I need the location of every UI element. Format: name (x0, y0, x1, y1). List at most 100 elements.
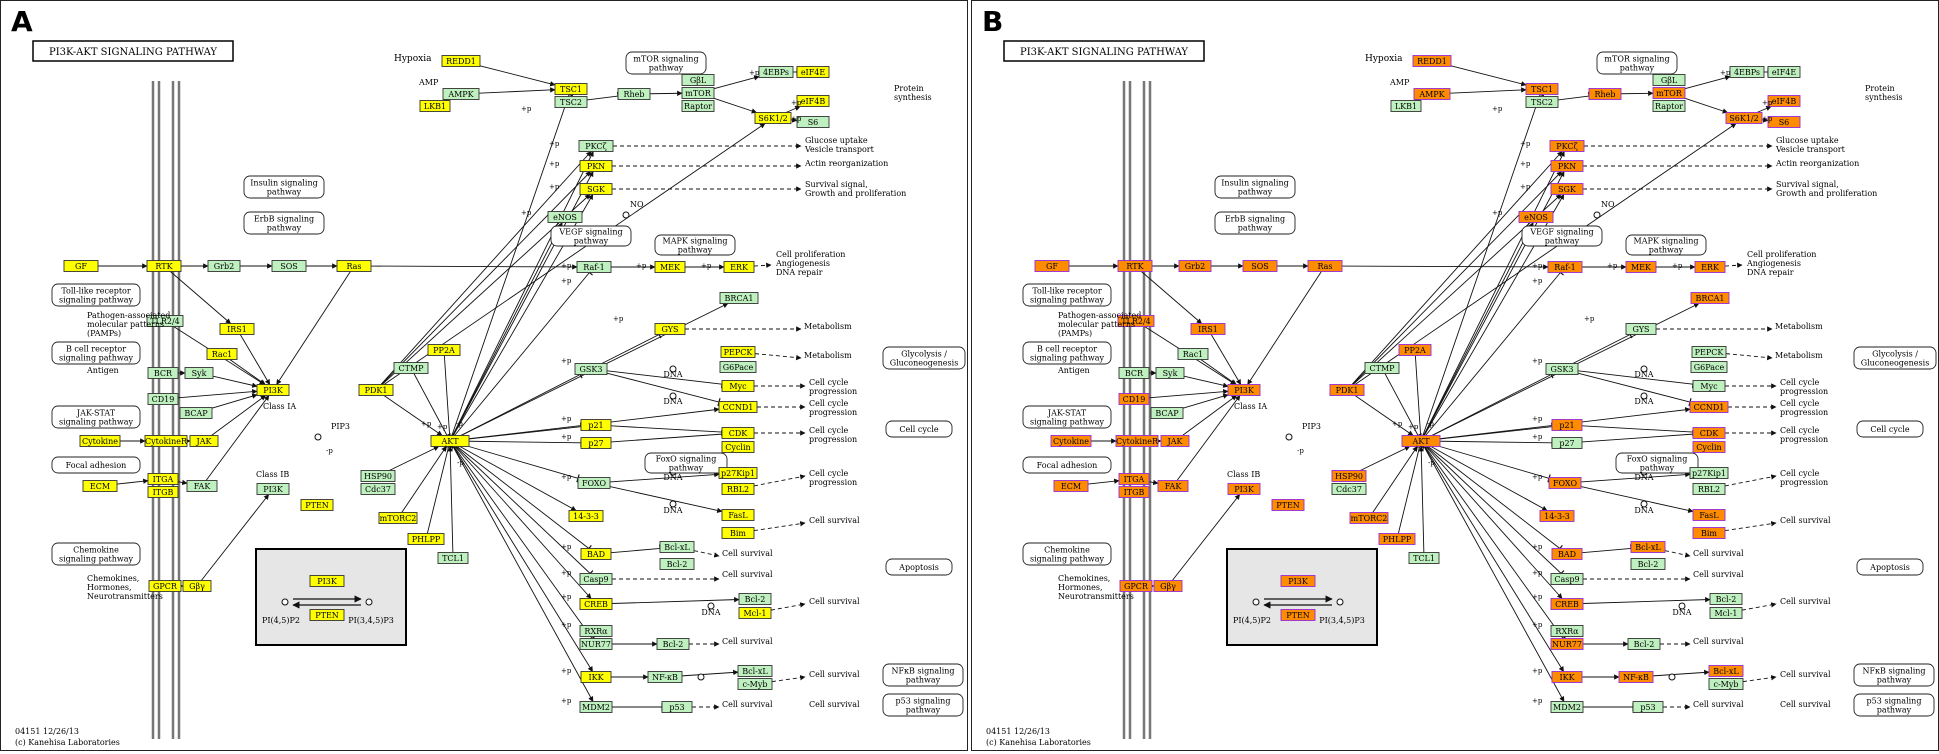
edge (611, 548, 660, 552)
gene-node-eif4b: eIF4B (1768, 96, 1800, 107)
edge (755, 354, 801, 358)
label-metab: Metabolism (1775, 322, 1823, 331)
edge (1450, 90, 1526, 93)
gene-label: BAD (1558, 550, 1576, 559)
phospho-label: +p (1492, 209, 1503, 217)
edge (1685, 77, 1730, 89)
phospho-label: +p (1532, 262, 1543, 270)
gene-node-itga: ITGA (1119, 474, 1149, 485)
pathway-box-label: Focal adhesion (1037, 461, 1098, 470)
gene-node-fak: FAK (1158, 481, 1188, 492)
gene-node-ctmp: CTMP (394, 363, 428, 374)
gene-label: FOXO (582, 479, 607, 488)
gene-label: CTMP (1369, 364, 1395, 373)
phospho-label: +p (561, 277, 572, 285)
gene-label: eIF4B (1772, 97, 1797, 106)
panel-letter: A (11, 5, 33, 38)
compound-circle (1286, 434, 1292, 440)
gene-node-itgb: ITGB (1119, 487, 1149, 498)
gene-label: TCL1 (442, 554, 464, 563)
gene-label: p27 (1559, 439, 1574, 448)
edge (453, 447, 592, 672)
edge (1743, 677, 1776, 682)
footer-credit: (c) Kanehisa Laboratories (986, 738, 1091, 747)
gene-label: RBL2 (727, 485, 749, 494)
gene-node-pp2a: PP2A (428, 345, 460, 356)
gene-node-ras: Ras (1308, 261, 1342, 272)
gene-label: RBL2 (1698, 485, 1720, 494)
gene-label: CCND1 (1694, 403, 1725, 412)
gene-node-eif4b: eIF4B (797, 96, 829, 107)
phospho-label: +p (437, 423, 448, 431)
gene-label: FasL (728, 511, 748, 520)
phospho-label: +p (791, 115, 802, 123)
gene-label: GF (1046, 262, 1058, 271)
gene-node-bcl23: Bcl-2 (657, 639, 689, 650)
edge (178, 391, 257, 397)
label-pi345p3: PI(3,4,5)P3 (348, 616, 394, 625)
gene-node-pkcz: PKCζ (1550, 141, 1584, 152)
gene-node-hsp90: HSP90 (361, 471, 395, 482)
label-dna1: DNA (663, 370, 682, 379)
gene-node-pdk1: PDK1 (359, 385, 393, 396)
phospho-label: +p (421, 420, 432, 428)
gene-label: eNOS (553, 213, 577, 222)
gene-label: GPCR (1124, 582, 1149, 591)
gene-node-ccnd1: CCND1 (719, 402, 757, 413)
label-survgrowth: Survival signal,Growth and proliferation (1776, 180, 1877, 198)
gene-node-bcap: BCAP (180, 408, 212, 419)
label-actin: Actin reorganization (804, 159, 888, 168)
phospho-label: +p (701, 262, 712, 270)
gene-label: HSP90 (364, 472, 392, 481)
phospho-label: +p (561, 357, 572, 365)
gene-label: MDM2 (582, 703, 610, 712)
gene-label: JAK (196, 437, 213, 446)
gene-node-raf1: Raf-1 (1548, 262, 1582, 273)
gene-label: Ras (1317, 262, 1332, 271)
phospho-label: +p (561, 543, 572, 551)
gene-label: CTMP (398, 364, 424, 373)
gene-node-cmyb: c-Myb (738, 679, 772, 690)
gene-node-g6pase: G6Pace (1691, 362, 1727, 373)
label-dna4: DNA (663, 506, 682, 515)
gene-node-p21: p21 (581, 420, 611, 431)
gene-node-grb2: Grb2 (1179, 261, 1211, 272)
gene-label: PI3K (263, 485, 284, 494)
gene-label: RTK (155, 262, 173, 271)
gene-label: LKB1 (1395, 102, 1417, 111)
gene-node-ikk: IKK (581, 672, 611, 683)
label-hypoxia: Hypoxia (394, 54, 432, 64)
gene-node-p27kip1: p27Kip1 (719, 468, 757, 479)
gene-node-tsc1: TSC1 (555, 84, 587, 95)
gene-label: IRS1 (1198, 325, 1218, 334)
label-pip3: PIP3 (331, 422, 350, 431)
label-amp: AMP (1389, 78, 1410, 87)
gene-node-mdm2: MDM2 (580, 702, 612, 713)
gene-node-sos: SOS (272, 261, 306, 272)
edge (455, 273, 590, 436)
label-cs5: Cell survival (722, 637, 773, 646)
gene-label: TSC1 (560, 85, 582, 94)
gene-label: 4EBPs (1734, 68, 1760, 77)
footer-id: 04151 12/26/13 (15, 727, 79, 736)
phospho-label: +p (1607, 262, 1618, 270)
phospho-label: +p (636, 262, 647, 270)
gene-label: Bim (1701, 529, 1717, 538)
pathway-box-label: Apoptosis (898, 563, 939, 572)
phospho-label: +p (561, 473, 572, 481)
gene-node-pi3ka: PI3K (1228, 385, 1260, 396)
gene-label: ITGA (153, 475, 174, 484)
gene-label: TSC1 (1531, 85, 1553, 94)
dephospho-label: -p (326, 447, 333, 455)
edge (277, 272, 351, 385)
gene-label: BRCA1 (1696, 294, 1725, 303)
compound-circle (315, 434, 321, 440)
label-classib: Class IB (256, 470, 289, 479)
gene-label: PI3K (263, 386, 284, 395)
label-cs4: Cell survival (809, 597, 860, 606)
gene-node-enos: eNOS (548, 212, 582, 223)
gene-node-inset_pi3k: PI3K (310, 576, 344, 587)
gene-label: ERK (1701, 263, 1720, 272)
gene-label: MDM2 (1553, 703, 1581, 712)
